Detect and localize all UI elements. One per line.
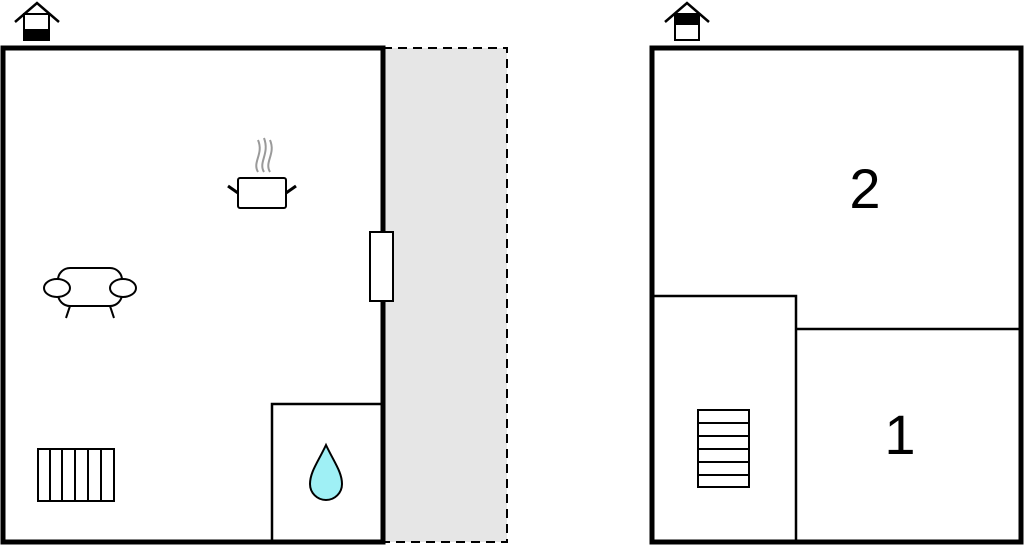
bathroom-wall [270, 402, 381, 542]
house-upper-floor-icon [664, 1, 710, 41]
upper-floor: 2 1 [649, 1, 1024, 545]
terrace-outline [383, 47, 508, 543]
water-drop-icon [308, 442, 344, 501]
house-ground-floor-icon [14, 1, 60, 41]
radiator-icon [37, 448, 115, 502]
upper-floor-walls [649, 45, 1024, 545]
stairs-icon [697, 409, 750, 488]
room-1-number: 1 [884, 403, 915, 466]
door-icon [369, 231, 394, 302]
sofa-icon [43, 267, 137, 319]
interior-wall [654, 294, 798, 542]
room-2-number: 2 [849, 157, 880, 220]
ground-floor [0, 1, 508, 545]
cooking-pot-icon [227, 137, 297, 209]
terrace-area [383, 48, 507, 542]
